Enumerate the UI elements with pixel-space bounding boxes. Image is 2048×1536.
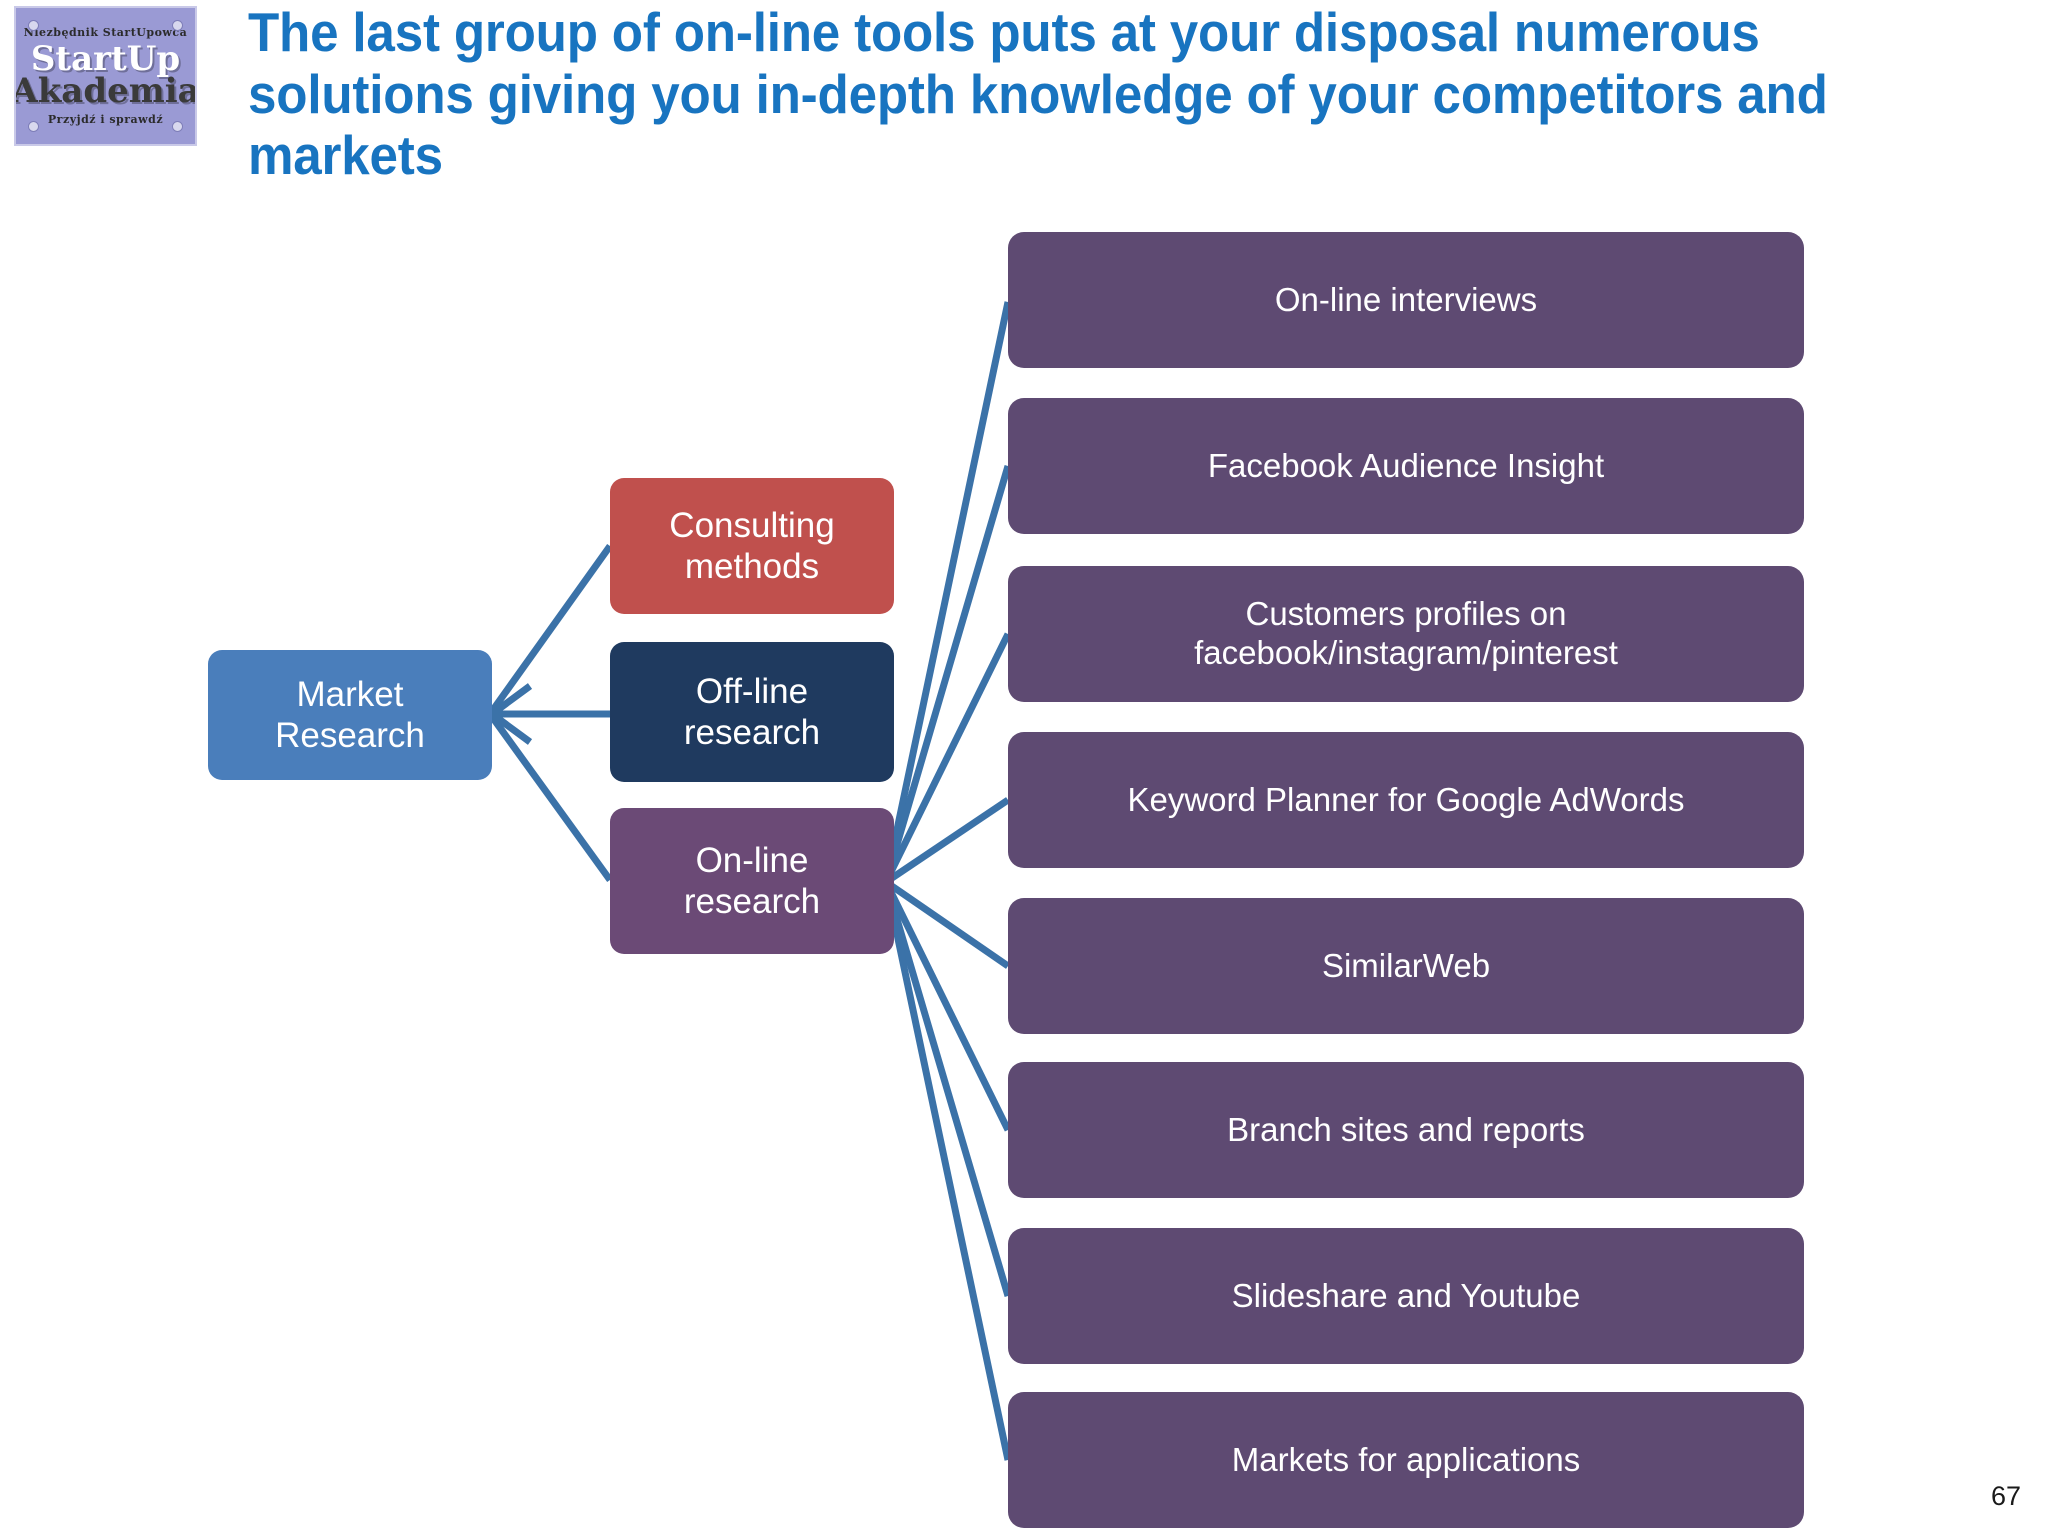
node-market-research[interactable]: Market Research [208,650,492,780]
startup-akademia-logo: Niezbędnik StartUpowca StartUp Akademia … [14,6,197,146]
node-online-interviews[interactable]: On-line interviews [1008,232,1804,368]
node-similarweb[interactable]: SimilarWeb [1008,898,1804,1034]
logo-word-startup: StartUp [30,38,181,79]
node-slideshare-youtube[interactable]: Slideshare and Youtube [1008,1228,1804,1364]
screw-icon-top-left [28,20,39,31]
slide-title: The last group of on-line tools puts at … [248,1,1828,187]
screw-icon-bottom-right [172,121,183,132]
node-customers-profiles[interactable]: Customers profiles on facebook/instagram… [1008,566,1804,702]
node-online-research[interactable]: On-line research [610,808,894,954]
node-offline-research[interactable]: Off-line research [610,642,894,782]
logo-bottom-text: Przyjdź i sprawdź [47,113,164,127]
screw-icon-top-right [172,20,183,31]
logo-top-text: Niezbędnik StartUpowca [23,25,188,39]
node-facebook-audience-insight[interactable]: Facebook Audience Insight [1008,398,1804,534]
node-keyword-planner[interactable]: Keyword Planner for Google AdWords [1008,732,1804,868]
screw-icon-bottom-left [28,121,39,132]
node-branch-sites-reports[interactable]: Branch sites and reports [1008,1062,1804,1198]
node-markets-for-applications[interactable]: Markets for applications [1008,1392,1804,1528]
node-consulting-methods[interactable]: Consulting methods [610,478,894,614]
page-number: 67 [1990,1481,2021,1511]
logo-word-akademia: Akademia [14,71,197,111]
